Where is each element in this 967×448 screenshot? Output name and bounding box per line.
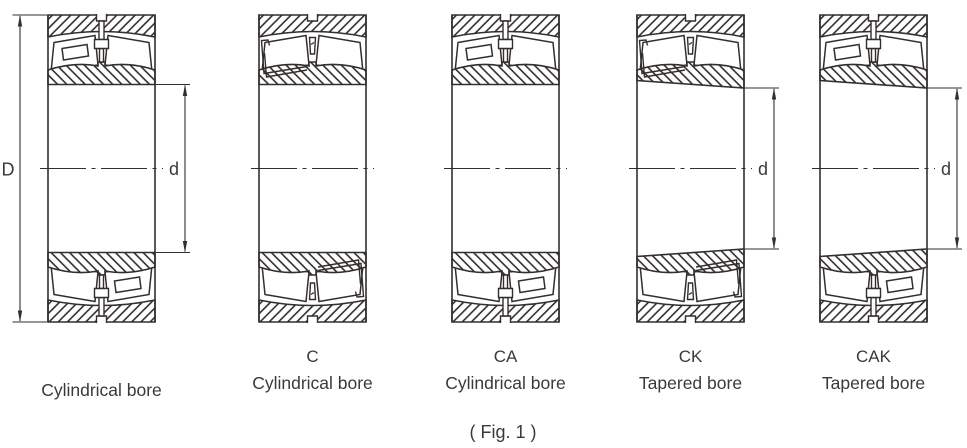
bearing-bore-type-label: Tapered bore (639, 373, 742, 393)
dimension-arrow (771, 88, 777, 100)
cage-and-guide-ring (93, 274, 142, 317)
cage-and-guide-ring (61, 20, 110, 63)
bearing-side-faces (451, 15, 560, 322)
inner-ring (636, 248, 745, 276)
bearing-designation-label: CAK (856, 347, 892, 366)
figure-caption: ( Fig. 1 ) (469, 422, 536, 442)
bearing-bore-type-label: Tapered bore (822, 373, 925, 393)
bearing-diagram-ck: d (629, 14, 779, 323)
dimension-arrow (771, 237, 777, 249)
inner-ring (819, 61, 928, 89)
inner-ring (47, 61, 156, 86)
cage-and-guide-ring (833, 20, 882, 63)
top-section (451, 14, 560, 86)
figure-labels: Cylindrical bore C Cylindrical bore CA C… (41, 347, 925, 442)
bottom-section (819, 248, 928, 323)
cage-pocket-window (465, 43, 494, 61)
top-section (258, 14, 367, 86)
inner-ring (451, 61, 560, 86)
cage-pocket-window (61, 43, 90, 61)
top-section (47, 14, 156, 86)
bore-diameter-dimension: d (928, 87, 962, 250)
lubrication-groove (684, 14, 697, 22)
pressed-cage-strip (308, 259, 365, 301)
bearing-diagram-ca (444, 14, 567, 323)
cage-and-guide-ring (865, 274, 914, 317)
cage-pocket-window (885, 276, 914, 294)
bearing-bore-type-label: Cylindrical bore (445, 373, 566, 393)
bore-diameter-dimension: d (156, 83, 190, 254)
outer-ring (258, 299, 367, 323)
inner-ring (636, 61, 745, 89)
bottom-section (636, 248, 745, 323)
lubrication-groove (867, 14, 880, 22)
bearing-designation-label: C (306, 347, 318, 366)
inner-ring (451, 251, 560, 276)
inner-ring (258, 251, 367, 276)
lubrication-groove (95, 315, 108, 323)
bore-diameter-label: d (169, 159, 179, 179)
dimension-arrow (182, 241, 188, 253)
outer-ring (636, 14, 745, 38)
bore-diameter-dimension: d (745, 87, 779, 250)
bearing-side-faces (258, 15, 367, 322)
bearing-bore-type-label: Cylindrical bore (252, 373, 373, 393)
outer-ring (258, 14, 367, 38)
bearing-diagram-cak: d (812, 14, 962, 323)
cage-pocket-window (113, 276, 142, 294)
cage-and-guide-ring (465, 20, 514, 63)
bearing-side-faces (819, 15, 928, 322)
top-section (819, 14, 928, 89)
pressed-cage-strip (260, 36, 317, 78)
bore-diameter-label: d (758, 159, 768, 179)
lubrication-groove (684, 315, 697, 323)
bearing-diagram-c (251, 14, 374, 323)
bearing-side-faces (47, 15, 156, 322)
inner-ring (258, 61, 367, 86)
bearing-designation-label: CA (494, 347, 518, 366)
lubrication-groove (499, 14, 512, 22)
lubrication-groove (867, 315, 880, 323)
dimension-arrow (182, 84, 188, 96)
dimension-arrow (17, 310, 23, 322)
top-section (636, 14, 745, 89)
lubrication-groove (306, 315, 319, 323)
pressed-cage-strip (638, 36, 695, 78)
cage-pocket-window (833, 43, 862, 61)
bearing-designation-label: CK (679, 347, 703, 366)
lubrication-groove (95, 14, 108, 22)
bore-diameter-label: d (941, 159, 951, 179)
bottom-section (47, 251, 156, 323)
bearing-bore-type-label: Cylindrical bore (41, 380, 162, 400)
inner-ring (819, 248, 928, 276)
cage-and-guide-ring (497, 274, 546, 317)
lubrication-groove (499, 315, 512, 323)
bottom-section (258, 251, 367, 323)
cage-pocket-window (517, 276, 546, 294)
dimension-arrow (954, 88, 960, 100)
outer-ring (636, 299, 745, 323)
outer-diameter-label: D (2, 160, 15, 180)
inner-ring (47, 251, 156, 276)
dimension-arrow (17, 15, 23, 27)
pressed-cage-strip (686, 259, 743, 301)
bearing-side-faces (636, 15, 745, 322)
outer-diameter-dimension: D (2, 14, 47, 323)
lubrication-groove (306, 14, 319, 22)
dimension-arrow (954, 237, 960, 249)
bottom-section (451, 251, 560, 323)
